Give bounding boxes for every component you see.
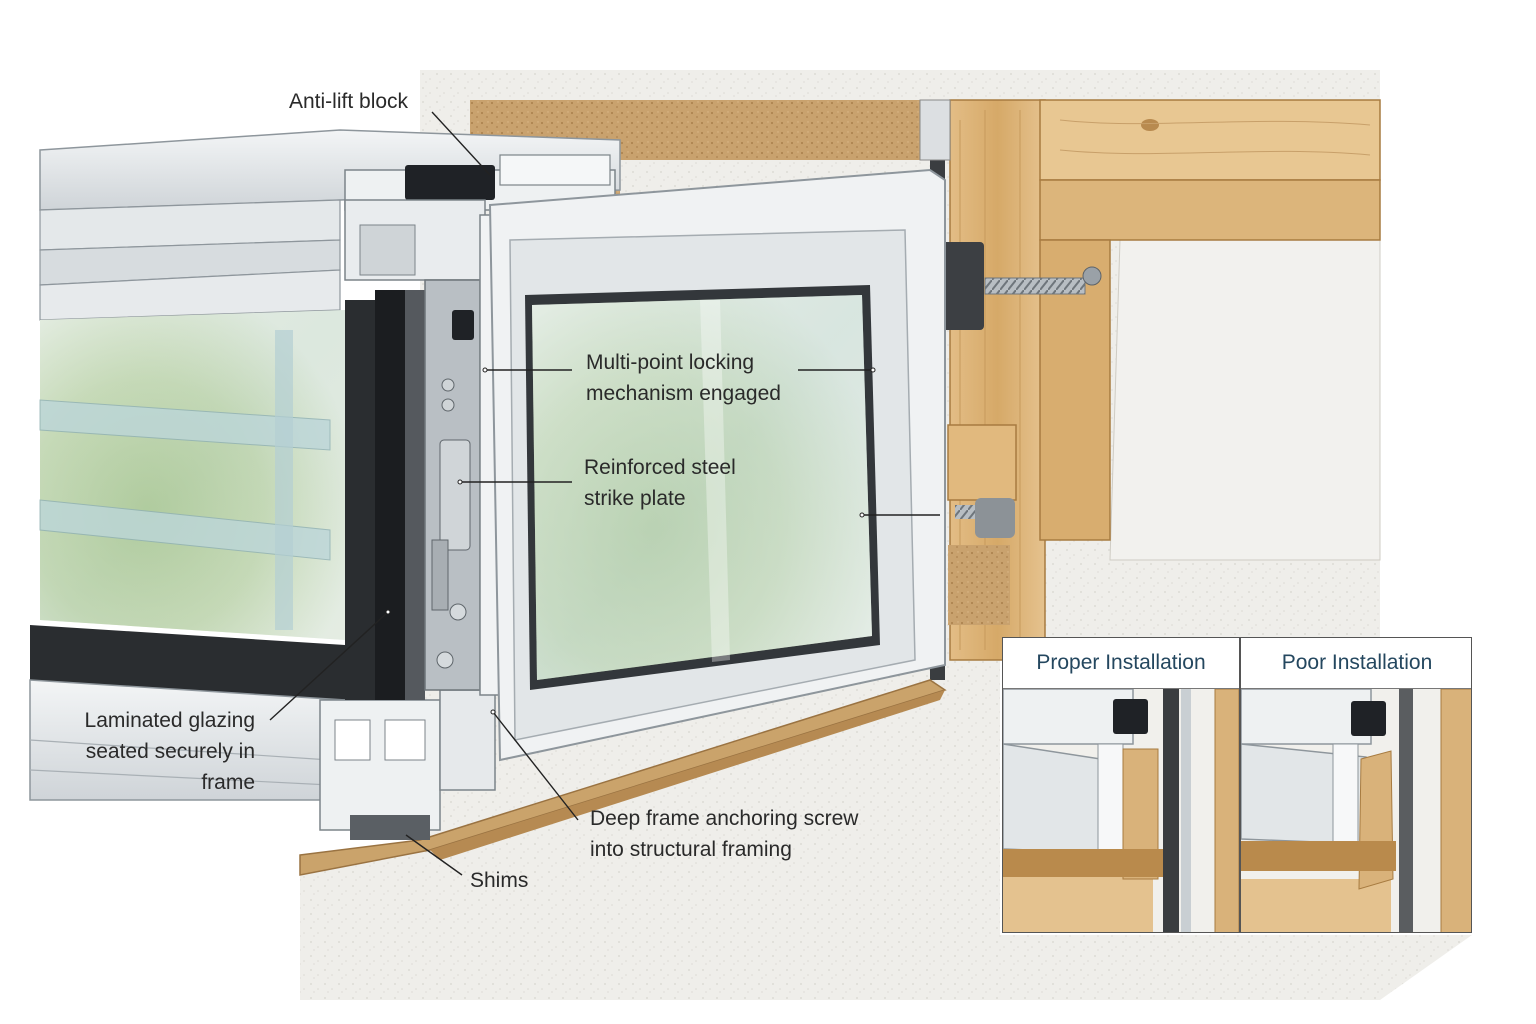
- shim-block: [350, 815, 430, 840]
- fixed-frame-top: [39, 129, 621, 321]
- label-anti-lift-block: Anti-lift block: [289, 90, 409, 113]
- leader-lines: [269, 111, 940, 876]
- poor-installation-detail: [1241, 689, 1471, 932]
- laminated-glazing-left: [39, 310, 345, 640]
- proper-installation-title: Proper Installation: [1036, 651, 1206, 674]
- label-strike-plate: Reinforced steel strike plate: [584, 456, 736, 510]
- label-shims: Shims: [470, 869, 529, 892]
- opening-sash: [488, 168, 946, 762]
- label-anchoring-screw: Deep frame anchoring screw into structur…: [590, 807, 859, 861]
- label-multi-point-locking: Multi-point locking mechanism engaged: [586, 351, 781, 405]
- anchor-brackets: [942, 242, 1102, 625]
- poor-installation-title: Poor Installation: [1281, 651, 1433, 674]
- anti-lift-block: [405, 165, 495, 200]
- installation-comparison-inset: Proper Installation Poor Installation: [1002, 637, 1472, 933]
- proper-installation-detail: [1003, 689, 1239, 932]
- fixed-frame-bottom: [29, 625, 496, 840]
- sash-stile-locking: [344, 199, 511, 700]
- label-laminated-glazing: Laminated glazing seated securely in fra…: [84, 709, 255, 794]
- leader-dots: [385, 367, 876, 715]
